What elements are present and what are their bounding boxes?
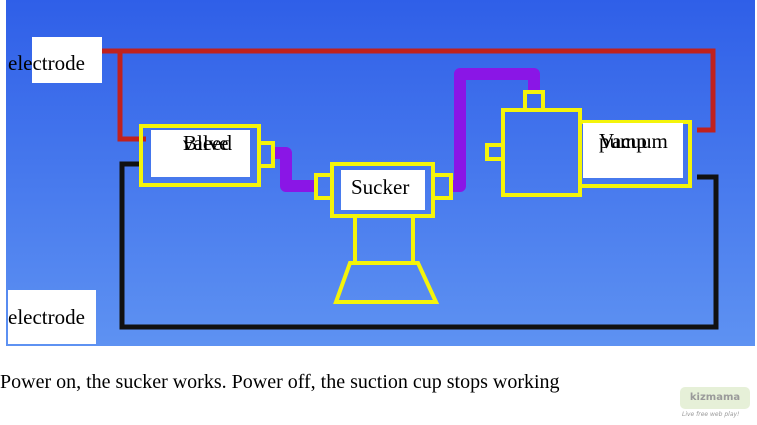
vacuum-pump-label: Vacuum pump [583,123,683,178]
vacuum-pump [485,90,692,197]
vacuum-pump-text-line1: Vacuum [599,129,668,153]
vacuum-pump-text-line2: pump [599,129,647,153]
black-wire [119,161,719,330]
bleed-valve-label: Bleed valve [151,130,250,177]
electrode-bottom-label: electrode [8,290,96,344]
electrode-bottom-text: electrode [8,305,85,329]
bleed-valve [139,124,275,187]
bleed-valve-text-line2: valve [183,131,229,155]
purple-pipe-right [452,68,540,192]
bleed-valve-text-line1: Bleed [183,131,232,155]
sucker-label: Sucker [341,170,425,210]
watermark-tagline: Live free web play! [682,411,740,418]
sucker [314,162,453,304]
watermark-brand: kizmama [680,387,750,409]
red-wire-top [100,48,716,133]
caption: Power on, the sucker works. Power off, t… [0,371,560,393]
sucker-text: Sucker [351,175,410,199]
electrode-top-text: electrode [8,51,85,75]
electrode-top-label: electrode [8,37,102,83]
watermark: kizmama Live free web play! [680,387,752,423]
purple-pipe-left [272,147,318,192]
